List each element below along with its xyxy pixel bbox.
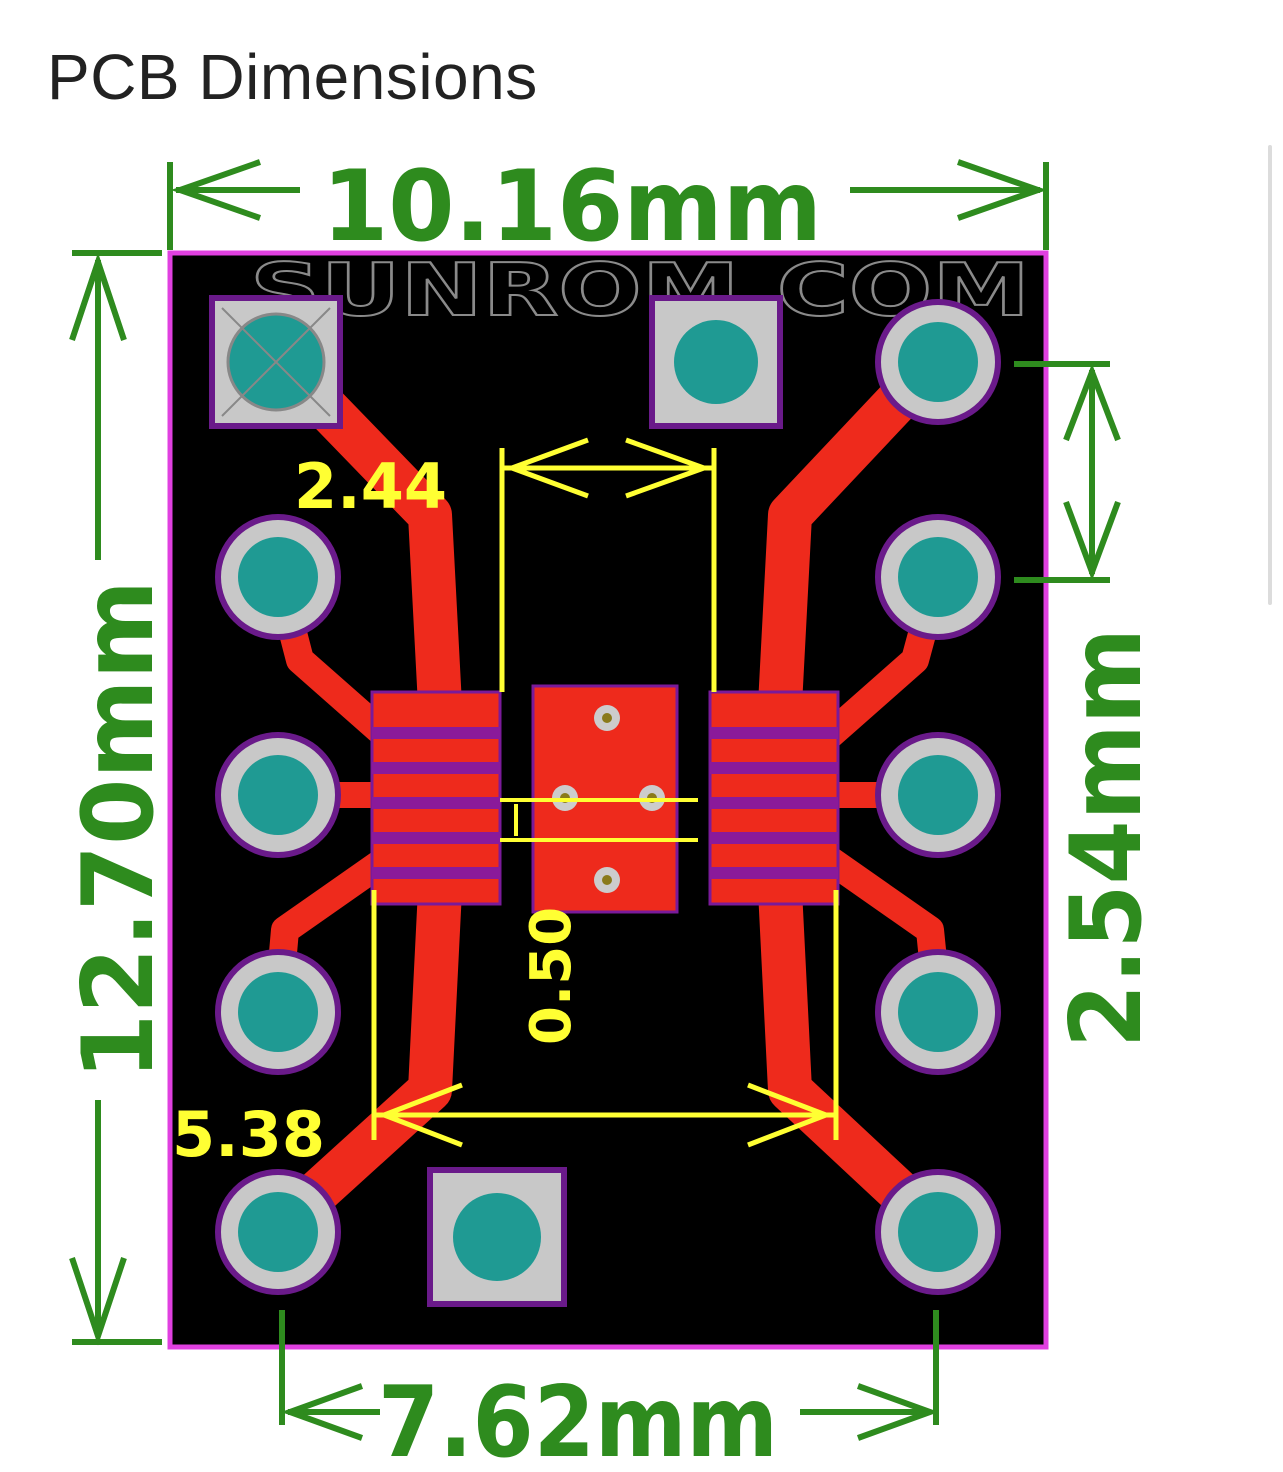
dimension-board-width-label: 10.16mm bbox=[322, 150, 822, 264]
dimension-pad-pitch bbox=[500, 798, 698, 842]
ic-left-pads bbox=[370, 690, 502, 906]
dimension-outer-width bbox=[371, 890, 839, 1148]
dimension-inner-width-label: 2.44 bbox=[294, 450, 447, 523]
dimension-board-height-label: 12.70mm bbox=[62, 580, 176, 1080]
round-pads bbox=[215, 299, 1001, 1295]
square-pad-top-middle bbox=[649, 295, 783, 429]
dimension-pin-pitch-vertical-label: 2.54mm bbox=[1050, 628, 1164, 1048]
dimension-board-height bbox=[69, 250, 162, 1346]
square-pad-top-left bbox=[209, 295, 343, 429]
dimension-inner-width bbox=[499, 437, 717, 692]
dimension-pad-pitch-label: 0.50 bbox=[519, 907, 584, 1045]
ic-right-pads bbox=[708, 690, 840, 906]
dimension-pin-row-spacing bbox=[279, 1310, 939, 1441]
page-title: PCB Dimensions bbox=[47, 41, 538, 113]
dimension-pin-row-spacing-label: 7.62mm bbox=[378, 1366, 778, 1472]
scrollbar[interactable] bbox=[1268, 145, 1272, 605]
dimension-board-width bbox=[167, 159, 1049, 250]
dimension-pin-pitch-vertical bbox=[1014, 361, 1121, 583]
square-pad-bottom-middle bbox=[427, 1167, 567, 1307]
dimension-outer-width-label: 5.38 bbox=[172, 1098, 325, 1171]
